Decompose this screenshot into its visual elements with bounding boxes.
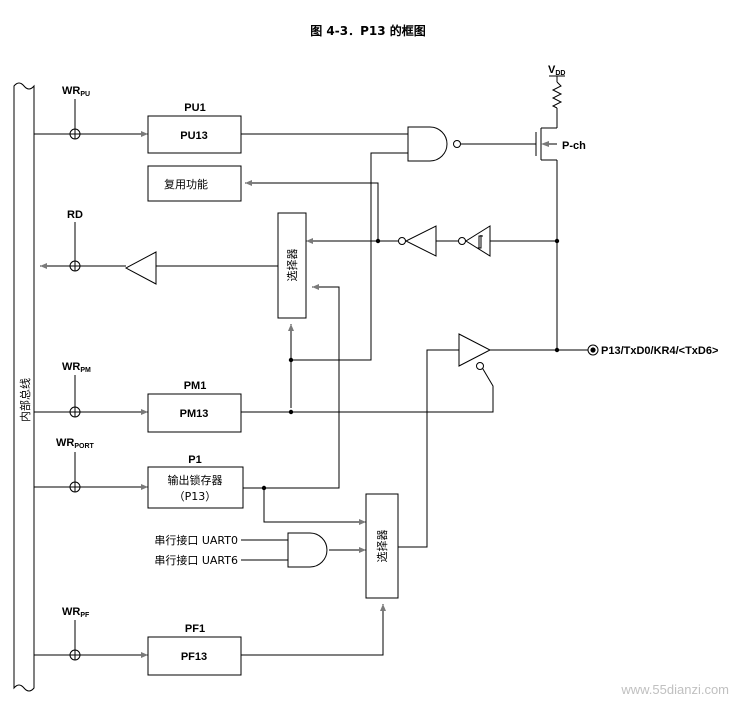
pm13-text: PM13 [180, 408, 209, 420]
pullup-resistor [551, 81, 563, 109]
vdd-label: VDD [548, 64, 565, 77]
uart6-label: 串行接口 UART6 [154, 554, 238, 567]
wr-pm-label: WRPM [62, 361, 91, 374]
wr-pu-tap [69, 128, 81, 140]
pin-terminal [587, 344, 599, 356]
wr-pf-tap [69, 649, 81, 661]
pf1-label: PF1 [185, 623, 205, 635]
pu1-label: PU1 [184, 102, 205, 114]
rd-buffer [124, 251, 157, 285]
pf13-text: PF13 [181, 651, 207, 663]
inverter [398, 225, 437, 257]
wr-pf-label: WRPF [62, 606, 90, 619]
selector-top-text: 选择器 [285, 249, 299, 282]
alt-function-box [147, 165, 242, 202]
and-gate [287, 532, 328, 568]
wr-pm-tap [69, 406, 81, 418]
wr-pu-label: WRPU [62, 85, 90, 98]
diagram-title: 图 4-3．P13 的框图 [310, 23, 426, 38]
pin-label: P13/TxD0/KR4/<TxD6> [601, 345, 718, 357]
pch-transistor [535, 127, 557, 161]
wr-port-label: WRPORT [56, 437, 94, 450]
selector-bottom-text: 选择器 [375, 530, 389, 563]
pu13-text: PU13 [180, 130, 208, 142]
arrowheads [40, 131, 386, 658]
output-latch-box [147, 466, 244, 509]
alt-function-text: 复用功能 [164, 177, 208, 191]
p1-label: P1 [188, 454, 201, 466]
rd-tap [69, 260, 81, 272]
wires [34, 76, 589, 656]
nand-gate [407, 126, 461, 162]
pf13-box [147, 636, 242, 676]
internal-bus: 内部总线 [13, 82, 35, 692]
pm13-box [147, 393, 242, 433]
wr-port-tap [69, 481, 81, 493]
rd-label: RD [67, 209, 83, 221]
output-buffer [458, 333, 492, 370]
bus-label: 内部总线 [18, 378, 32, 422]
schmitt-buffer [458, 225, 491, 257]
uart0-label: 串行接口 UART0 [154, 534, 238, 547]
selector-bottom [365, 493, 399, 599]
output-latch-text: 输出锁存器 [168, 473, 223, 487]
watermark: www.55dianzi.com [620, 682, 729, 697]
pch-label: P-ch [562, 140, 586, 152]
pm1-label: PM1 [184, 380, 207, 392]
selector-top [277, 212, 307, 319]
output-latch-subtext: （P13） [174, 490, 217, 503]
pu13-box [147, 115, 242, 154]
junction-dots [261, 238, 560, 491]
